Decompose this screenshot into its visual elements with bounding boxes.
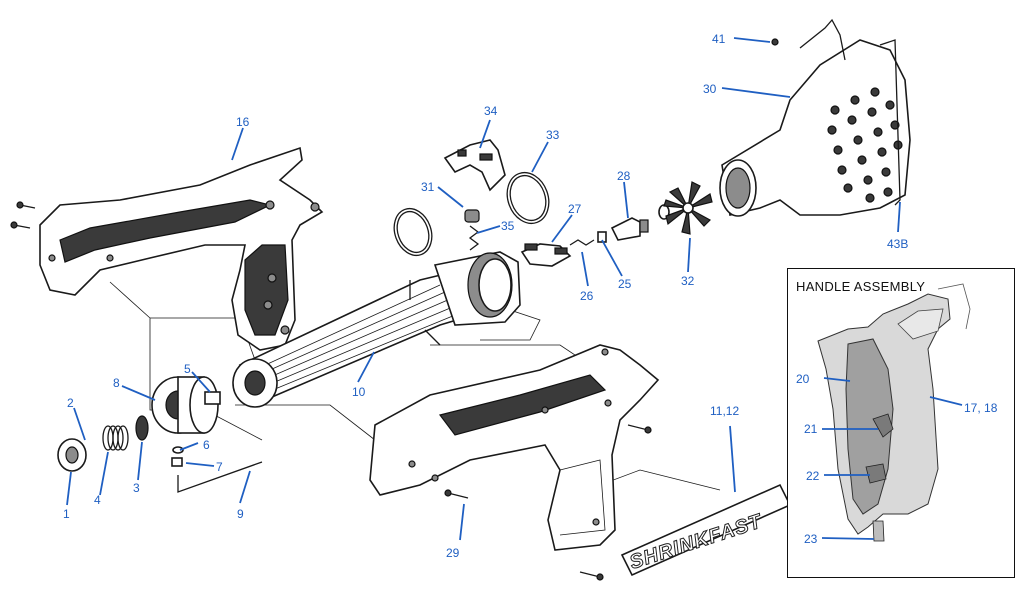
end-cap bbox=[151, 376, 219, 434]
callout-33: 33 bbox=[546, 128, 560, 142]
callout-2: 2 bbox=[67, 396, 74, 410]
inset-leaders bbox=[821, 377, 963, 540]
o-rings bbox=[393, 171, 550, 257]
callout-3: 3 bbox=[133, 481, 140, 495]
inset-callout-23: 23 bbox=[804, 532, 818, 546]
nozzle-screw bbox=[771, 38, 779, 46]
callout-8: 8 bbox=[113, 376, 120, 390]
inset-callout-21: 21 bbox=[804, 422, 818, 436]
callout-26: 26 bbox=[580, 289, 594, 303]
small-parts bbox=[57, 391, 263, 493]
nozzle bbox=[719, 18, 911, 217]
callout-9: 9 bbox=[237, 507, 244, 521]
callout-leaders bbox=[66, 37, 901, 541]
callout-34: 34 bbox=[484, 104, 498, 118]
right-handle-half bbox=[369, 344, 660, 551]
inset-title: HANDLE ASSEMBLY bbox=[796, 279, 926, 294]
heater-tube bbox=[232, 251, 521, 408]
inset-handle-photo bbox=[817, 283, 971, 542]
fan bbox=[658, 181, 713, 235]
callout-4: 4 bbox=[94, 493, 101, 507]
callout-31: 31 bbox=[421, 180, 435, 194]
callout-25: 25 bbox=[618, 277, 632, 291]
callout-28: 28 bbox=[617, 169, 631, 183]
callout-35: 35 bbox=[501, 219, 515, 233]
callout-43b: 43B bbox=[887, 237, 909, 251]
callout-16: 16 bbox=[236, 115, 250, 129]
callout-41: 41 bbox=[712, 32, 726, 46]
callout-27: 27 bbox=[568, 202, 582, 216]
inset-callout-17-18: 17, 18 bbox=[964, 401, 998, 415]
callout-6: 6 bbox=[203, 438, 210, 452]
callout-10: 10 bbox=[352, 385, 366, 399]
callout-32: 32 bbox=[681, 274, 695, 288]
handle-screws bbox=[10, 201, 36, 229]
shield-clip bbox=[443, 139, 506, 192]
lower-screws bbox=[444, 424, 652, 581]
callout-5: 5 bbox=[184, 362, 191, 376]
handle-assembly-inset: HANDLE ASSEMBLY 20 17, 18 21 22 23 bbox=[787, 268, 1015, 578]
callout-30: 30 bbox=[703, 82, 717, 96]
callout-7: 7 bbox=[216, 460, 223, 474]
connector-parts bbox=[464, 209, 649, 267]
inset-callout-22: 22 bbox=[806, 469, 820, 483]
callout-1: 1 bbox=[63, 507, 70, 521]
callout-11-12: 11,12 bbox=[710, 404, 740, 418]
inset-callout-20: 20 bbox=[796, 372, 810, 386]
left-handle-half bbox=[39, 146, 324, 351]
inset-illustration bbox=[817, 283, 971, 542]
callout-29: 29 bbox=[446, 546, 460, 560]
